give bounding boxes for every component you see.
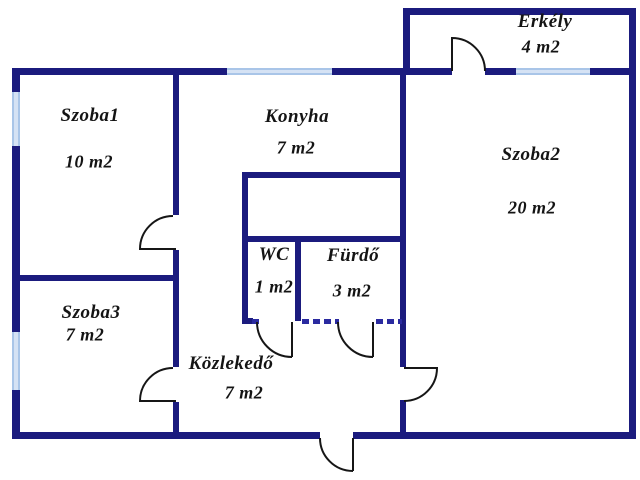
room-label-erkely: Erkély [517, 11, 573, 32]
door-erkely [451, 36, 486, 72]
room-label-szoba2: Szoba2 [501, 144, 561, 165]
wall-wc-furdo-divider [295, 236, 301, 321]
wall-left-exterior [12, 68, 20, 439]
room-area-wc: 1 m2 [254, 276, 294, 297]
wall-szoba2-left-lower [400, 400, 406, 432]
wall-szoba1-right-lower [173, 250, 179, 367]
room-area-szoba3: 7 m2 [65, 324, 105, 345]
window-konyha [227, 68, 332, 75]
door-furdo [337, 321, 374, 358]
wall-core-top [242, 172, 406, 178]
room-label-wc: WC [258, 244, 290, 265]
room-label-szoba3: Szoba3 [61, 302, 121, 323]
room-label-furdo: Fürdő [326, 245, 380, 266]
wall-core-left [242, 172, 248, 321]
door-wc [256, 321, 293, 358]
room-area-konyha: 7 m2 [276, 137, 316, 158]
door-entrance [319, 437, 354, 472]
room-label-szoba1: Szoba1 [60, 105, 120, 126]
wall-balcony-bottom-b [485, 68, 516, 75]
door-szoba1 [138, 215, 176, 250]
wall-balcony-bottom-c [590, 68, 636, 75]
wall-wc-bottom-stub [242, 318, 253, 324]
threshold-wc [252, 319, 259, 324]
window-erkely [516, 68, 590, 75]
window-szoba1 [12, 92, 20, 146]
room-label-konyha: Konyha [264, 106, 330, 127]
room-area-szoba2: 20 m2 [507, 197, 557, 218]
wall-core-middle [242, 236, 406, 242]
room-area-erkely: 4 m2 [521, 36, 561, 57]
window-szoba3 [12, 332, 20, 390]
door-szoba2 [403, 367, 439, 402]
threshold-furdo-left [302, 319, 339, 324]
wall-balcony-top [403, 8, 636, 15]
wall-top-main [12, 68, 407, 75]
wall-szoba3-right-lower [173, 402, 179, 432]
wall-balcony-left [403, 8, 410, 72]
room-area-szoba1: 10 m2 [64, 151, 114, 172]
wall-balcony-bottom-a [403, 68, 452, 75]
wall-szoba1-szoba3-divider [12, 275, 173, 281]
room-label-kozlekedo: Közlekedő [188, 353, 274, 374]
room-area-furdo: 3 m2 [332, 280, 372, 301]
wall-right-exterior [629, 8, 636, 439]
wall-szoba1-right-upper [173, 72, 179, 215]
room-area-kozlekedo: 7 m2 [224, 382, 264, 403]
wall-bottom-right [353, 432, 636, 439]
door-szoba3 [138, 367, 176, 402]
wall-bottom-left [12, 432, 320, 439]
threshold-furdo-right [376, 319, 402, 324]
wall-szoba2-left-upper [400, 72, 406, 367]
